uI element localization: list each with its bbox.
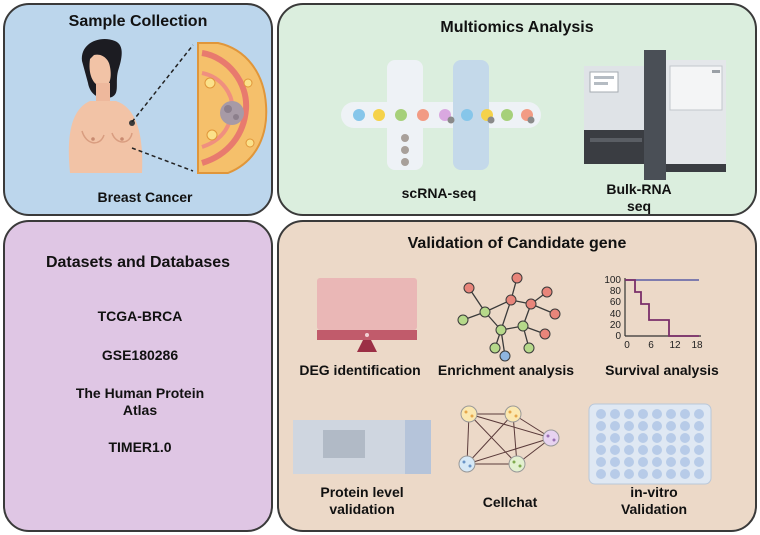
multiomics-panel: Multiomics Analysis scRNA-seq Bulk-R: [277, 3, 757, 216]
survival-y-tick: 20: [610, 320, 622, 331]
well: [610, 445, 620, 455]
well: [638, 421, 648, 431]
magnification-lines: [131, 44, 194, 172]
breast-cancer-label: Breast Cancer: [97, 189, 193, 205]
well: [680, 445, 690, 455]
well: [652, 433, 662, 443]
well: [666, 457, 676, 467]
well: [652, 457, 662, 467]
dataset-item-timer: TIMER1.0: [108, 439, 172, 455]
cellchat-label: Cellchat: [482, 494, 538, 510]
cellchat-network-icon: [458, 405, 560, 473]
monitor-icon: [317, 278, 417, 352]
survival-x-tick: 12: [669, 340, 681, 351]
well: [666, 421, 676, 431]
well: [666, 409, 676, 419]
well: [666, 445, 676, 455]
well: [596, 409, 606, 419]
survival-y-tick: 80: [610, 286, 622, 297]
breast-tissue-cross-section: [197, 42, 268, 174]
well: [652, 409, 662, 419]
well: [666, 433, 676, 443]
well: [610, 457, 620, 467]
multiomics-title: Multiomics Analysis: [440, 19, 594, 36]
well: [694, 457, 704, 467]
survival-curve-icon: 100 80 60 40 20 0 0 6 12 18: [604, 275, 703, 351]
well: [694, 469, 704, 479]
protein-gel-icon: [293, 420, 431, 474]
well: [610, 469, 620, 479]
well: [610, 421, 620, 431]
well: [638, 445, 648, 455]
well: [638, 469, 648, 479]
well: [610, 409, 620, 419]
well-plate-icon: [588, 403, 712, 485]
datasets-panel: Datasets and Databases TCGA-BRCA GSE1802…: [3, 220, 273, 532]
well: [624, 409, 634, 419]
well: [638, 409, 648, 419]
dataset-item-human-protein-atlas: The Human Protein Atlas: [75, 385, 205, 418]
well: [694, 433, 704, 443]
well: [596, 457, 606, 467]
well: [652, 421, 662, 431]
well: [638, 457, 648, 467]
validation-panel: Validation of Candidate gene: [277, 220, 757, 532]
sample-collection-title: Sample Collection: [68, 13, 208, 30]
survival-y-tick: 60: [610, 297, 622, 308]
well: [652, 469, 662, 479]
scrna-seq-label: scRNA-seq: [401, 185, 477, 201]
protein-level-validation-label: Protein level validation: [320, 484, 404, 517]
well: [596, 433, 606, 443]
sample-collection-panel: Sample Collection Breast Cancer: [3, 3, 273, 216]
well: [596, 421, 606, 431]
well: [596, 469, 606, 479]
well: [694, 445, 704, 455]
well: [624, 433, 634, 443]
dataset-item-tcga-brca: TCGA-BRCA: [97, 308, 183, 324]
survival-x-tick: 6: [648, 340, 654, 351]
well: [666, 469, 676, 479]
scrna-seq-chip-icon: [341, 60, 541, 170]
well: [680, 469, 690, 479]
well: [624, 457, 634, 467]
well: [638, 433, 648, 443]
survival-y-tick: 40: [610, 309, 622, 320]
bulk-rna-seq-label: Bulk-RNA seq: [606, 181, 672, 214]
well: [694, 409, 704, 419]
survival-y-tick: 0: [615, 331, 621, 342]
well: [596, 445, 606, 455]
sequencer-machine-icon: [584, 50, 726, 180]
well: [680, 433, 690, 443]
dataset-item-gse180286: GSE180286: [101, 347, 179, 363]
enrichment-network-icon: [457, 272, 561, 362]
survival-analysis-label: Survival analysis: [605, 362, 719, 378]
well: [624, 469, 634, 479]
in-vitro-validation-label: in-vitro Validation: [620, 484, 688, 517]
deg-identification-label: DEG identification: [299, 362, 421, 378]
well: [652, 445, 662, 455]
survival-y-tick: 100: [604, 275, 621, 286]
well: [680, 409, 690, 419]
well: [624, 421, 634, 431]
woman-illustration: [68, 39, 143, 173]
datasets-title: Datasets and Databases: [45, 254, 231, 271]
survival-x-tick: 0: [624, 340, 630, 351]
well: [610, 433, 620, 443]
enrichment-analysis-label: Enrichment analysis: [437, 362, 575, 378]
survival-x-tick: 18: [691, 340, 703, 351]
well: [680, 421, 690, 431]
well: [694, 421, 704, 431]
validation-title: Validation of Candidate gene: [407, 235, 627, 252]
well: [680, 457, 690, 467]
well: [624, 445, 634, 455]
